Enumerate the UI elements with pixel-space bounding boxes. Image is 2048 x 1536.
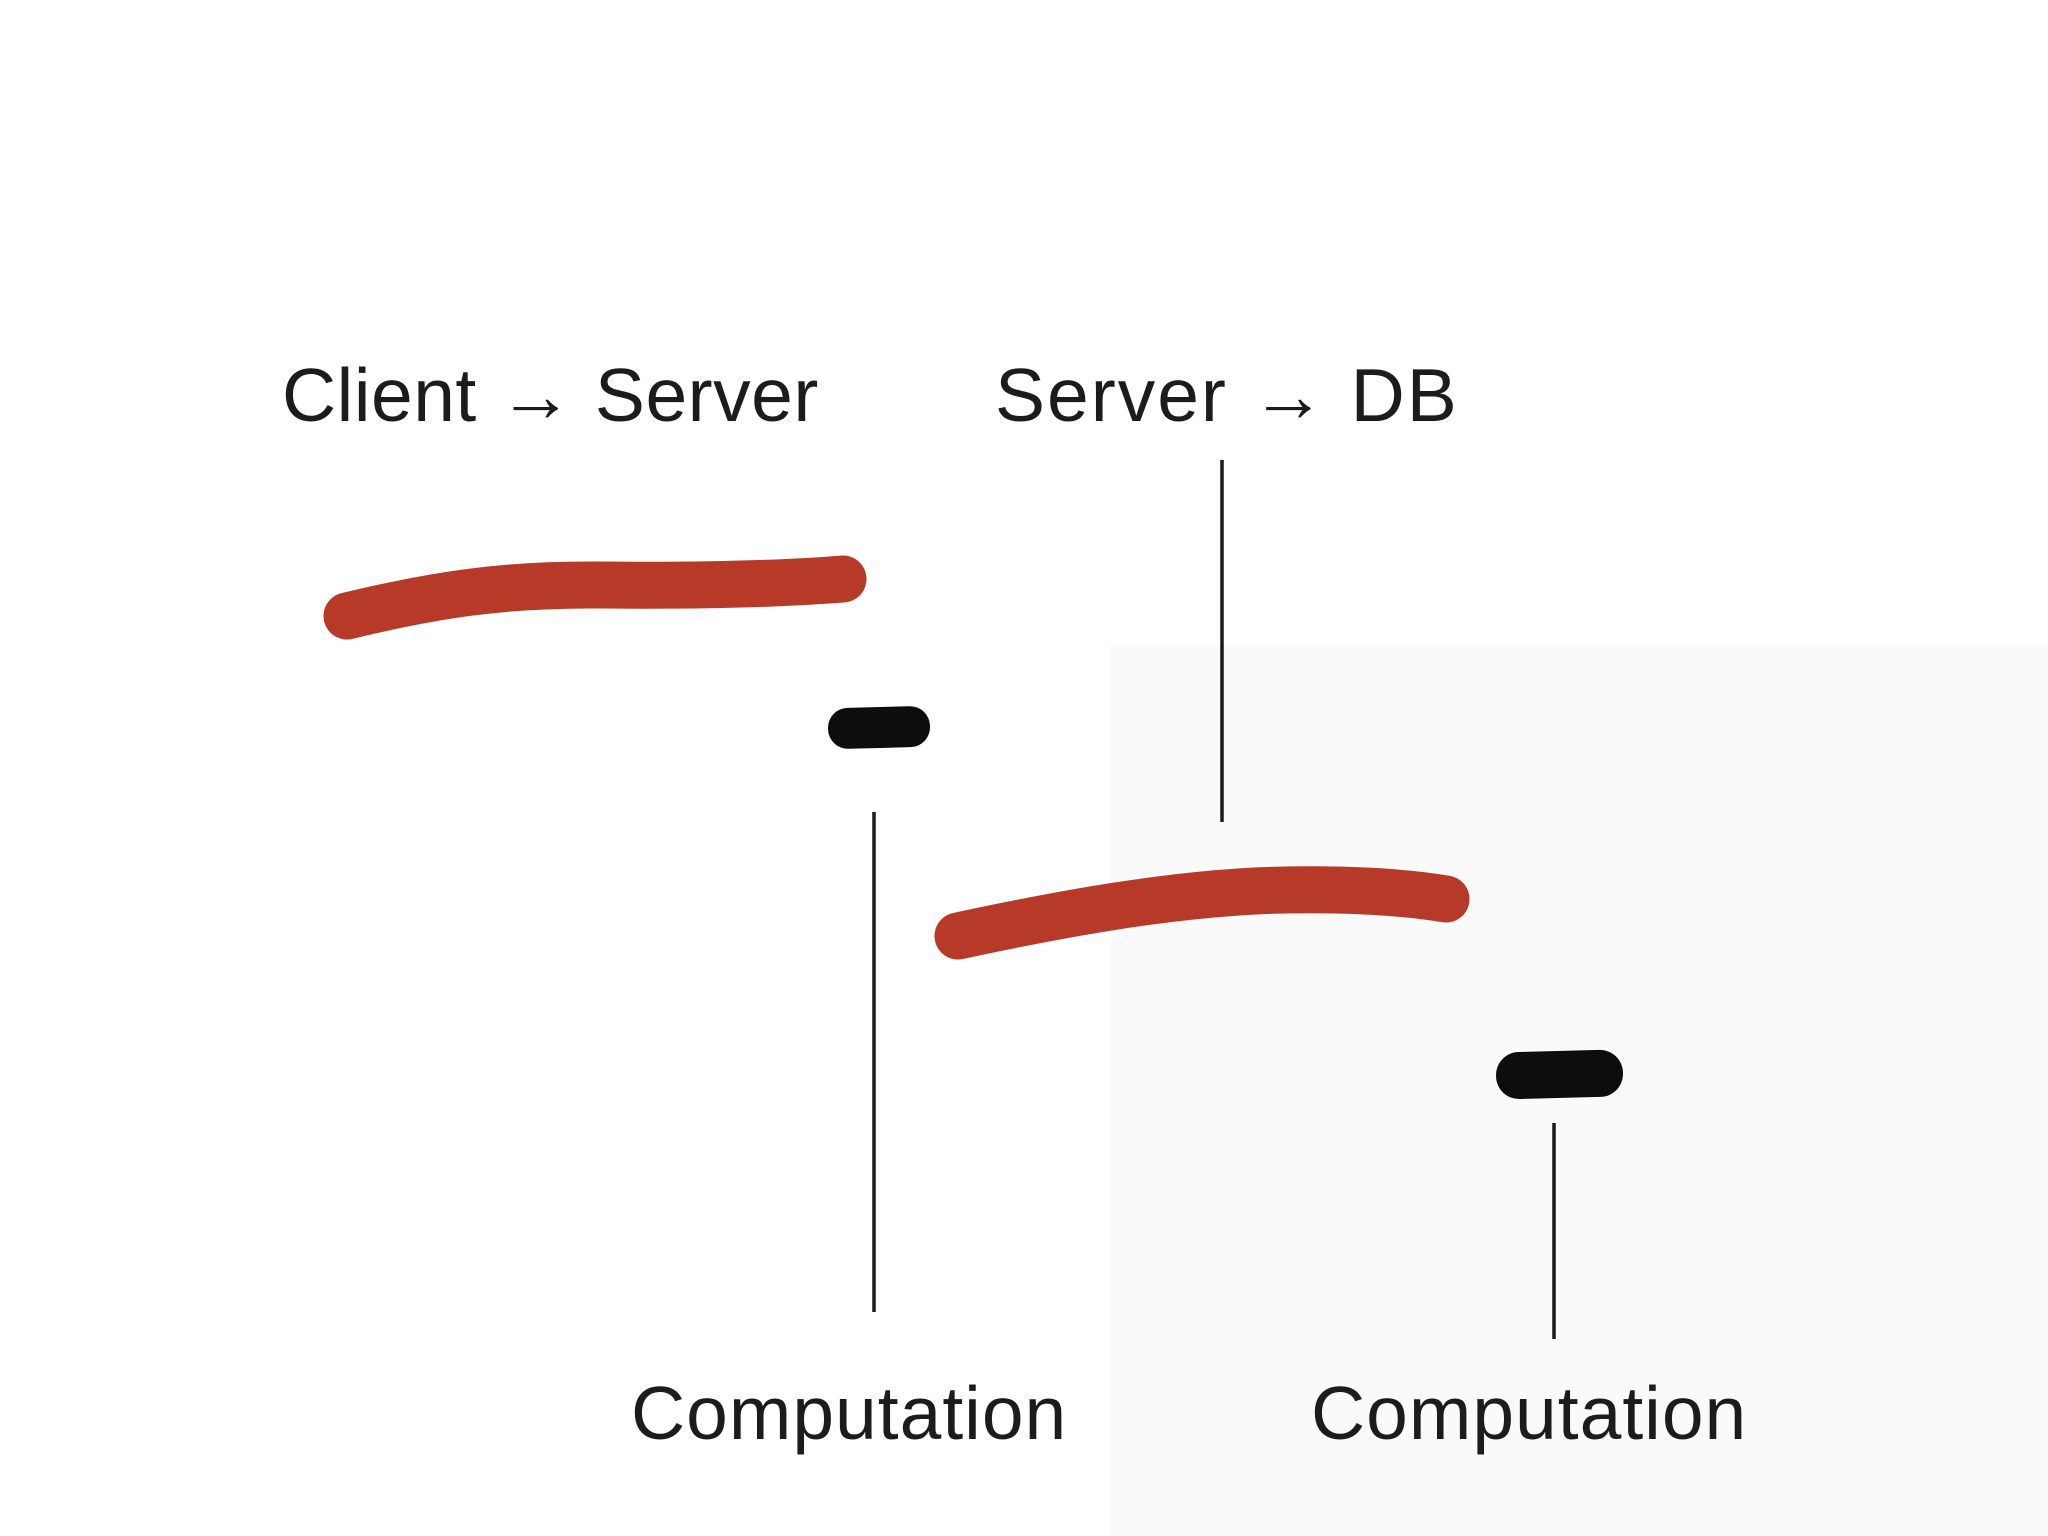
label-computation-left: Computation xyxy=(631,1371,1068,1455)
network-latency-stroke-client-server xyxy=(323,555,867,640)
label-client-to-server: Client → Server xyxy=(282,353,819,437)
label-computation-right: Computation xyxy=(1311,1371,1748,1455)
computation-dash-left xyxy=(828,706,931,749)
network-latency-stroke-server-db xyxy=(934,866,1470,960)
label-server-to-db: Server → DB xyxy=(995,353,1459,437)
computation-dash-right xyxy=(1496,1049,1624,1100)
